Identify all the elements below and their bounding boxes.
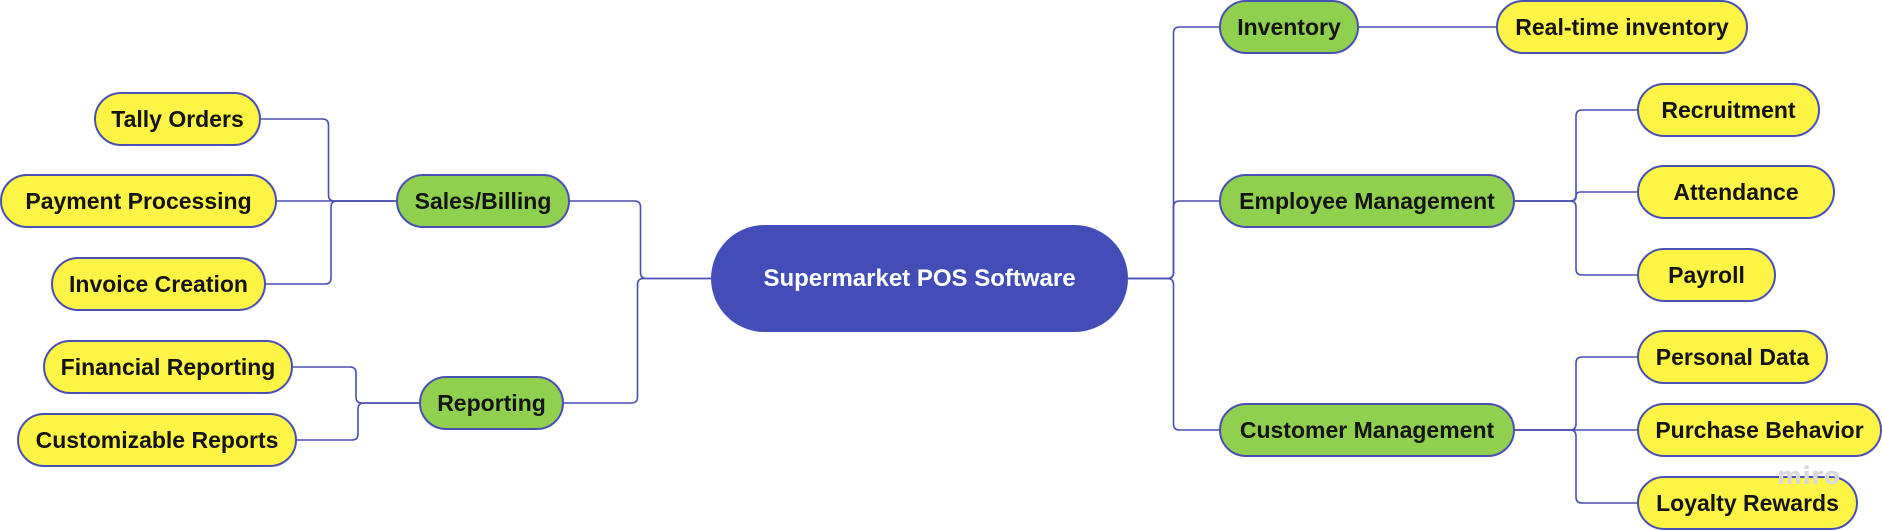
connector-root-employee_management	[1128, 200, 1219, 280]
connector-root-sales_billing	[570, 200, 711, 280]
leaf-node-loyalty-rewards[interactable]: Loyalty Rewards	[1637, 476, 1858, 530]
leaf-node-recruitment[interactable]: Recruitment	[1637, 83, 1820, 137]
connector-employee_management-recruitment	[1515, 109, 1637, 202]
leaf-node-tally-orders[interactable]: Tally Orders	[94, 92, 261, 146]
branch-node-employee-management[interactable]: Employee Management	[1219, 174, 1515, 228]
leaf-node-payroll[interactable]: Payroll	[1637, 248, 1776, 302]
leaf-node-purchase-behavior[interactable]: Purchase Behavior	[1637, 403, 1882, 457]
branch-node-customer-management[interactable]: Customer Management	[1219, 403, 1515, 457]
leaf-node-financial-reporting[interactable]: Financial Reporting	[43, 340, 293, 394]
central-topic-node[interactable]: Supermarket POS Software	[711, 225, 1128, 332]
branch-node-inventory[interactable]: Inventory	[1219, 0, 1359, 54]
connector-customer_management-personal_data	[1515, 356, 1637, 431]
connector-reporting-customizable_reports	[297, 402, 419, 441]
connector-root-reporting	[564, 277, 711, 404]
branch-node-sales-billing[interactable]: Sales/Billing	[396, 174, 570, 228]
leaf-node-personal-data[interactable]: Personal Data	[1637, 330, 1828, 384]
miro-watermark: miro	[1777, 462, 1841, 490]
connector-sales_billing-tally_orders	[261, 118, 396, 202]
connector-sales_billing-invoice_creation	[266, 200, 396, 285]
connector-root-customer_management	[1128, 277, 1219, 431]
leaf-node-payment-processing[interactable]: Payment Processing	[0, 174, 277, 228]
connector-reporting-financial_reporting	[293, 366, 419, 404]
leaf-node-real-time-inventory[interactable]: Real-time inventory	[1496, 0, 1748, 54]
branch-node-reporting[interactable]: Reporting	[419, 376, 564, 430]
connector-employee_management-attendance	[1515, 191, 1637, 202]
leaf-node-invoice-creation[interactable]: Invoice Creation	[51, 257, 266, 311]
leaf-node-customizable-reports[interactable]: Customizable Reports	[17, 413, 297, 467]
connector-employee_management-payroll	[1515, 200, 1637, 276]
leaf-node-attendance[interactable]: Attendance	[1637, 165, 1835, 219]
connector-customer_management-loyalty_rewards	[1515, 429, 1637, 504]
